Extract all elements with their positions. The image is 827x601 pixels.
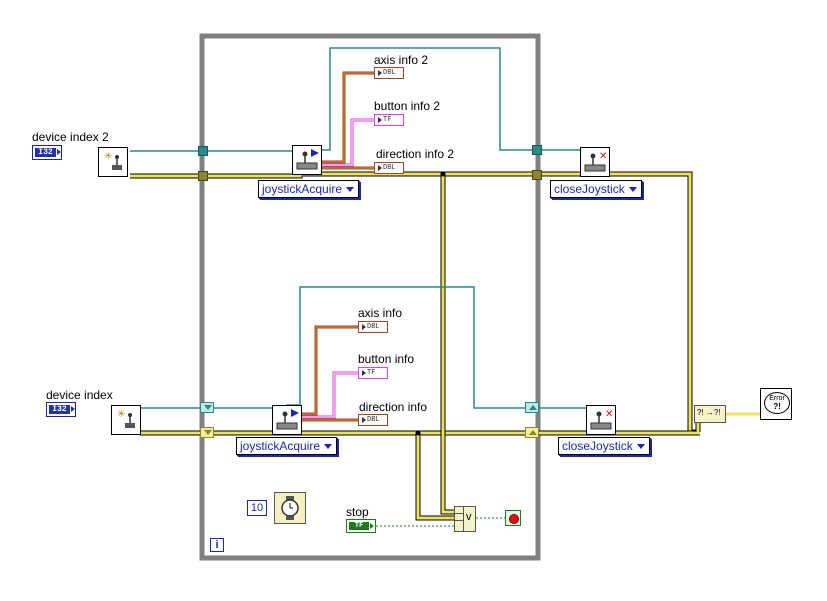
indicator-arrow-icon	[362, 324, 366, 330]
acquire-selector-bottom-label: joystickAcquire	[240, 439, 321, 453]
device-index-2-label: device index 2	[32, 130, 109, 144]
acquire-selector-top[interactable]: joystickAcquire	[258, 180, 360, 198]
axis-wire-top	[320, 71, 374, 164]
init-joystick-vi-bottom[interactable]: ✳	[111, 405, 141, 435]
close-joystick-vi-bottom[interactable]: ✕	[586, 405, 616, 435]
axis-info-2-glyph: DBL	[383, 69, 396, 77]
acquire-selector-bottom[interactable]: joystickAcquire	[236, 437, 338, 455]
close-joystick-vi-top[interactable]: ✕	[580, 147, 610, 177]
indicator-arrow-icon	[378, 70, 382, 76]
refnum-wire-top	[130, 47, 590, 152]
error-shift-register-left	[200, 427, 214, 438]
close-selector-bottom[interactable]: closeJoystick	[558, 437, 650, 455]
axis-wire-bottom	[302, 325, 358, 416]
error-speech-bubble: Error ?!	[764, 392, 790, 414]
button-info-2-glyph: TF	[383, 116, 392, 124]
chevron-down-icon	[346, 187, 355, 192]
close-selector-bottom-label: closeJoystick	[562, 439, 633, 453]
error-tunnel-top-in	[198, 171, 208, 181]
device-index-type: I32	[49, 405, 70, 414]
device-index-2-control[interactable]: I32	[32, 145, 62, 160]
wait-constant[interactable]: 10	[247, 500, 267, 516]
error-wire-top	[130, 171, 698, 435]
svg-text:✳: ✳	[104, 151, 112, 162]
compound-or-divider	[463, 507, 464, 531]
svg-text:✕: ✕	[605, 409, 613, 420]
joystick-init-icon: ✳	[117, 409, 135, 428]
loop-condition-terminal[interactable]	[505, 510, 521, 526]
error-tunnel-top-out	[532, 170, 542, 180]
device-index-control[interactable]: I32	[46, 402, 76, 417]
acquire-joystick-vi-bottom[interactable]	[272, 405, 302, 435]
control-arrow-icon	[57, 149, 61, 155]
stop-type: TF	[349, 522, 369, 530]
axis-info-2-label: axis info 2	[374, 53, 429, 67]
watch-icon	[281, 496, 299, 520]
refnum-shift-register-left	[200, 402, 214, 413]
refnum-tunnel-top-in	[198, 146, 208, 156]
close-selector-top[interactable]: closeJoystick	[550, 180, 642, 198]
refnum-shift-register-right	[525, 402, 539, 413]
svg-text:✳: ✳	[117, 409, 125, 420]
indicator-arrow-icon	[362, 417, 366, 423]
control-arrow-icon	[370, 523, 374, 529]
axis-info-label: axis info	[358, 306, 403, 320]
chevron-down-icon	[636, 444, 645, 449]
while-loop-frame	[199, 33, 541, 561]
button-info-glyph: TF	[367, 369, 376, 377]
indicator-arrow-icon	[362, 370, 366, 376]
error-branch-wires	[415, 174, 701, 521]
chevron-down-icon	[324, 444, 333, 449]
direction-info-2-indicator[interactable]: DBL	[374, 162, 404, 174]
stop-label: stop	[346, 505, 369, 519]
button-info-indicator[interactable]: TF	[358, 367, 388, 379]
init-joystick-vi-top[interactable]: ✳	[98, 147, 128, 177]
joystick-close-icon: ✕	[590, 409, 613, 430]
direction-info-label: direction info	[359, 400, 428, 414]
button-wire-top	[320, 118, 374, 167]
direction-info-indicator[interactable]: DBL	[358, 414, 388, 426]
wait-ms-function[interactable]	[274, 492, 306, 524]
iteration-terminal: i	[210, 538, 224, 552]
indicator-arrow-icon	[378, 165, 382, 171]
error-handler-line2: ?!	[773, 402, 781, 411]
merge-errors-node[interactable]: ?! →?!	[694, 405, 726, 423]
indicator-arrow-icon	[378, 117, 382, 123]
axis-info-indicator[interactable]: DBL	[358, 321, 388, 333]
merge-errors-symbol: ?! →?!	[697, 408, 721, 417]
or-symbol: v	[466, 511, 472, 523]
chevron-down-icon	[628, 187, 637, 192]
device-index-2-type: I32	[35, 148, 56, 157]
error-handler-line1: Error	[769, 395, 785, 402]
refnum-tunnel-top-out	[532, 145, 542, 155]
button-info-label: button info	[358, 352, 415, 366]
compound-or-divider	[455, 513, 463, 514]
joystick-close-icon: ✕	[584, 151, 607, 172]
close-selector-top-label: closeJoystick	[554, 182, 625, 196]
simple-error-handler[interactable]: Error ?!	[760, 388, 792, 420]
axis-info-2-indicator[interactable]: DBL	[374, 67, 404, 79]
device-index-label: device index	[46, 388, 113, 402]
stop-sign-icon	[509, 514, 519, 524]
acquire-joystick-vi-top[interactable]	[292, 145, 322, 175]
compound-or-divider	[455, 520, 463, 521]
joystick-init-icon: ✳	[104, 151, 122, 170]
button-info-2-indicator[interactable]: TF	[374, 114, 404, 126]
button-wire-bottom	[302, 371, 358, 419]
joystick-acquire-icon	[276, 409, 299, 430]
direction-info-glyph: DBL	[367, 416, 380, 424]
button-info-2-label: button info 2	[374, 99, 441, 113]
svg-text:✕: ✕	[599, 151, 607, 162]
joystick-acquire-icon	[296, 149, 319, 170]
error-shift-register-right	[525, 427, 539, 438]
control-arrow-icon	[71, 406, 75, 412]
compound-or-node[interactable]: v	[454, 506, 476, 532]
stop-control[interactable]: TF	[346, 519, 376, 533]
direction-info-2-glyph: DBL	[383, 164, 396, 172]
acquire-selector-top-label: joystickAcquire	[262, 182, 343, 196]
axis-info-glyph: DBL	[367, 323, 380, 331]
direction-info-2-label: direction info 2	[376, 147, 455, 161]
